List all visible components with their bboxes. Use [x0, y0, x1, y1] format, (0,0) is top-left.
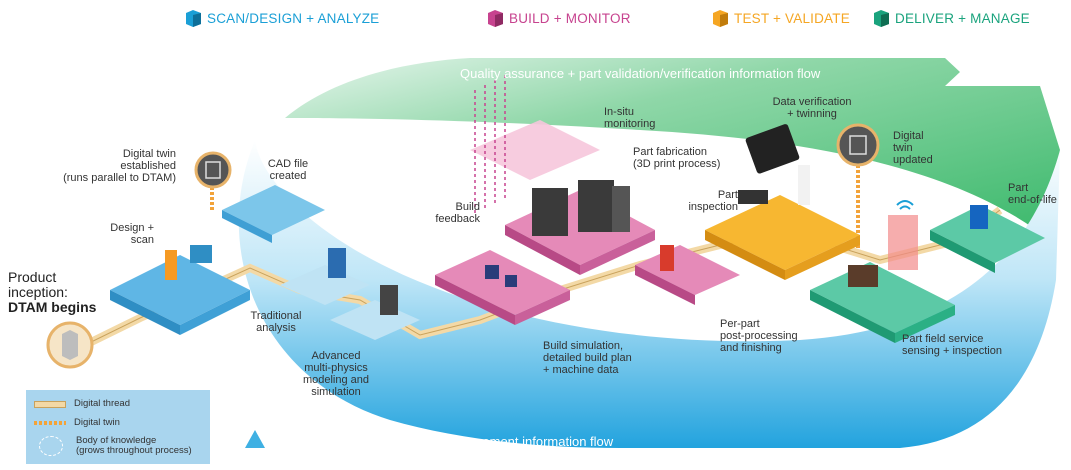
inception-emphasis: DTAM begins: [8, 299, 97, 315]
phase-label: DELIVER + MANAGE: [895, 11, 1030, 26]
cube-icon: [185, 9, 202, 28]
phase-scan-design: SCAN/DESIGN + ANALYZE: [185, 9, 379, 28]
improvement-flow-label: Continuous improvement information flow: [374, 434, 614, 449]
label-digital-twin-established: Digital twin established (runs parallel …: [63, 148, 176, 184]
phase-label: SCAN/DESIGN + ANALYZE: [207, 11, 380, 26]
product-inception: Product inception: DTAM begins: [8, 270, 96, 315]
legend-label: Digital thread: [74, 398, 130, 409]
inception-line: Product: [8, 269, 57, 285]
end-of-life-platform: [930, 205, 1045, 263]
legend-label: Digital twin: [74, 417, 120, 428]
improvement-flow-band: [238, 140, 1060, 448]
qa-flow-band: [285, 58, 1060, 240]
digital-twin-swatch: [34, 421, 66, 425]
legend-digital-twin: Digital twin: [34, 418, 120, 428]
phase-test-validate: TEST + VALIDATE: [712, 9, 850, 28]
legend: Digital thread Digital twin Body of know…: [26, 390, 210, 464]
label-part-fabrication: Part fabrication(3D print process): [633, 146, 721, 170]
phase-deliver-manage: DELIVER + MANAGE: [873, 9, 1030, 28]
legend-label: Body of knowledge (grows throughout proc…: [76, 435, 192, 456]
phase-build-monitor: BUILD + MONITOR: [487, 9, 631, 28]
inspection-platform: [705, 195, 860, 270]
inception-line: inception:: [8, 284, 68, 300]
body-of-knowledge-icon: [39, 436, 63, 456]
post-processing-platform: [635, 245, 740, 295]
label-design-scan: Design +scan: [110, 222, 154, 246]
cube-icon: [712, 9, 729, 28]
build-sim-platform: [435, 250, 570, 315]
cube-icon: [873, 9, 890, 28]
phase-label: TEST + VALIDATE: [734, 11, 850, 26]
digital-thread-swatch: [34, 400, 66, 408]
label-build-simulation: Build simulation,detailed build plan + m…: [543, 340, 632, 376]
qa-flow-label: Quality assurance + part validation/veri…: [460, 66, 821, 81]
phase-label: BUILD + MONITOR: [509, 11, 631, 26]
cad-platform: [222, 185, 325, 235]
cube-icon: [487, 9, 504, 28]
design-platform: [110, 255, 250, 325]
label-data-verification: Data verification+ twinning: [772, 96, 852, 120]
legend-body-of-knowledge: Body of knowledge (grows throughout proc…: [34, 436, 192, 456]
legend-digital-thread: Digital thread: [34, 399, 130, 409]
field-service-platform: [810, 262, 955, 333]
